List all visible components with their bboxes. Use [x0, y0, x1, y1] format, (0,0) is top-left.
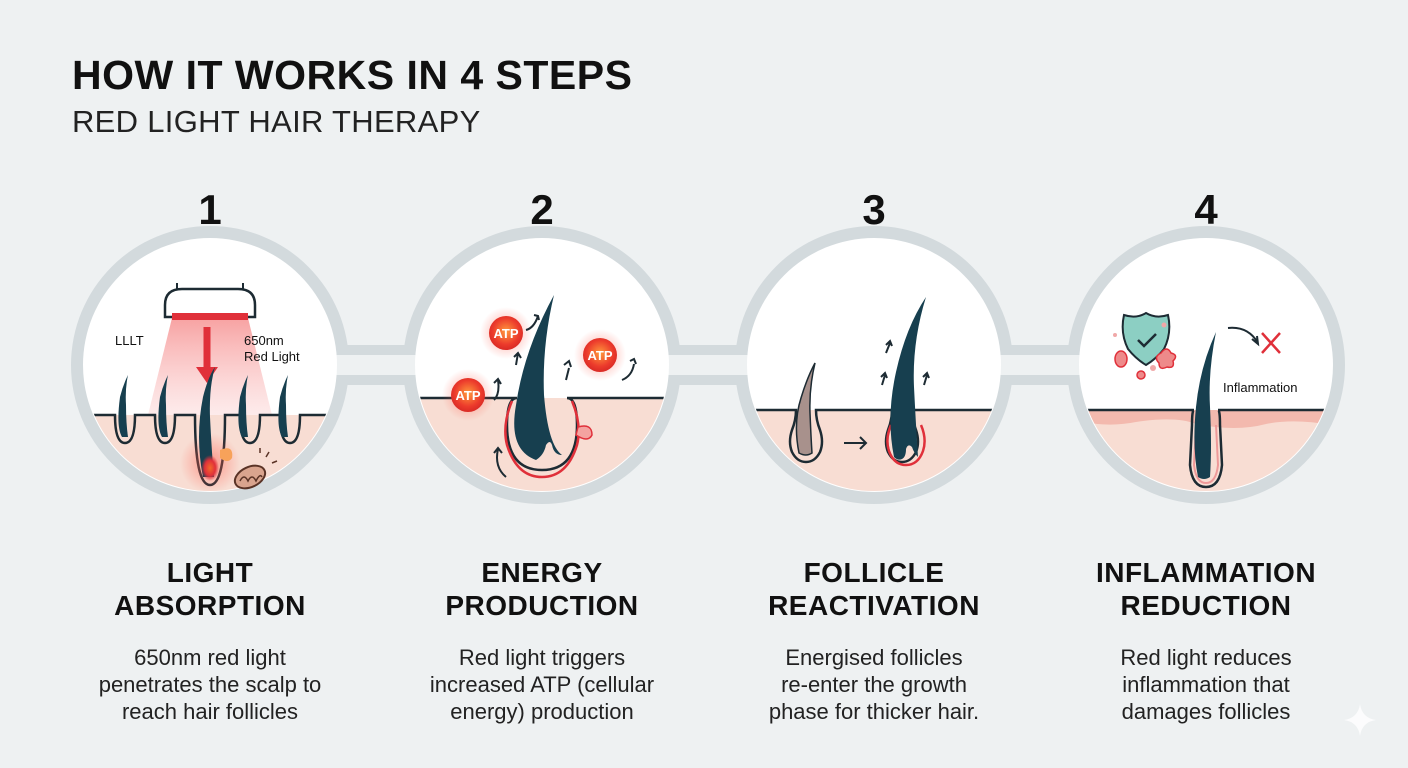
arrow-right-icon — [844, 436, 868, 450]
inflammation-label: Inflammation — [1223, 380, 1297, 395]
step-3-number: 3 — [862, 186, 886, 233]
x-mark-icon — [1261, 332, 1281, 354]
up-arrow-icons — [493, 314, 637, 478]
wavelength-label: 650nm — [244, 333, 284, 348]
step-4-number: 4 — [1194, 186, 1218, 233]
inflammation-particles — [1113, 322, 1177, 380]
step-1-number: 1 — [198, 186, 222, 233]
atp-label: ATP — [493, 326, 518, 341]
page-subtitle: RED LIGHT HAIR THERAPY — [72, 104, 481, 139]
sparkle-icon — [1344, 704, 1376, 736]
atp-label: ATP — [455, 388, 480, 403]
lllt-label: LLLT — [115, 333, 144, 348]
page-title: HOW IT WORKS IN 4 STEPS — [72, 52, 633, 98]
curved-arrow-icon — [1227, 326, 1260, 347]
step-2-illustration: ATP ATP ATP — [416, 295, 668, 491]
mitochondria-icon — [233, 448, 278, 490]
atp-molecules: ATP ATP ATP — [442, 307, 626, 421]
up-arrow-icons — [880, 339, 930, 386]
thin-hair — [795, 362, 816, 456]
check-icon — [1137, 333, 1157, 348]
hair-follicle — [514, 295, 562, 460]
red-light-label: Red Light — [244, 349, 300, 364]
lamp-device-icon — [163, 283, 257, 320]
step-2-number: 2 — [530, 186, 554, 233]
atp-label: ATP — [587, 348, 612, 363]
hair-strands — [118, 367, 288, 477]
thick-hair — [890, 297, 926, 460]
shield-icon — [1121, 311, 1171, 367]
glowing-follicle — [201, 455, 219, 481]
arrow-down-icon — [196, 367, 218, 383]
healthy-hair — [1194, 332, 1216, 479]
